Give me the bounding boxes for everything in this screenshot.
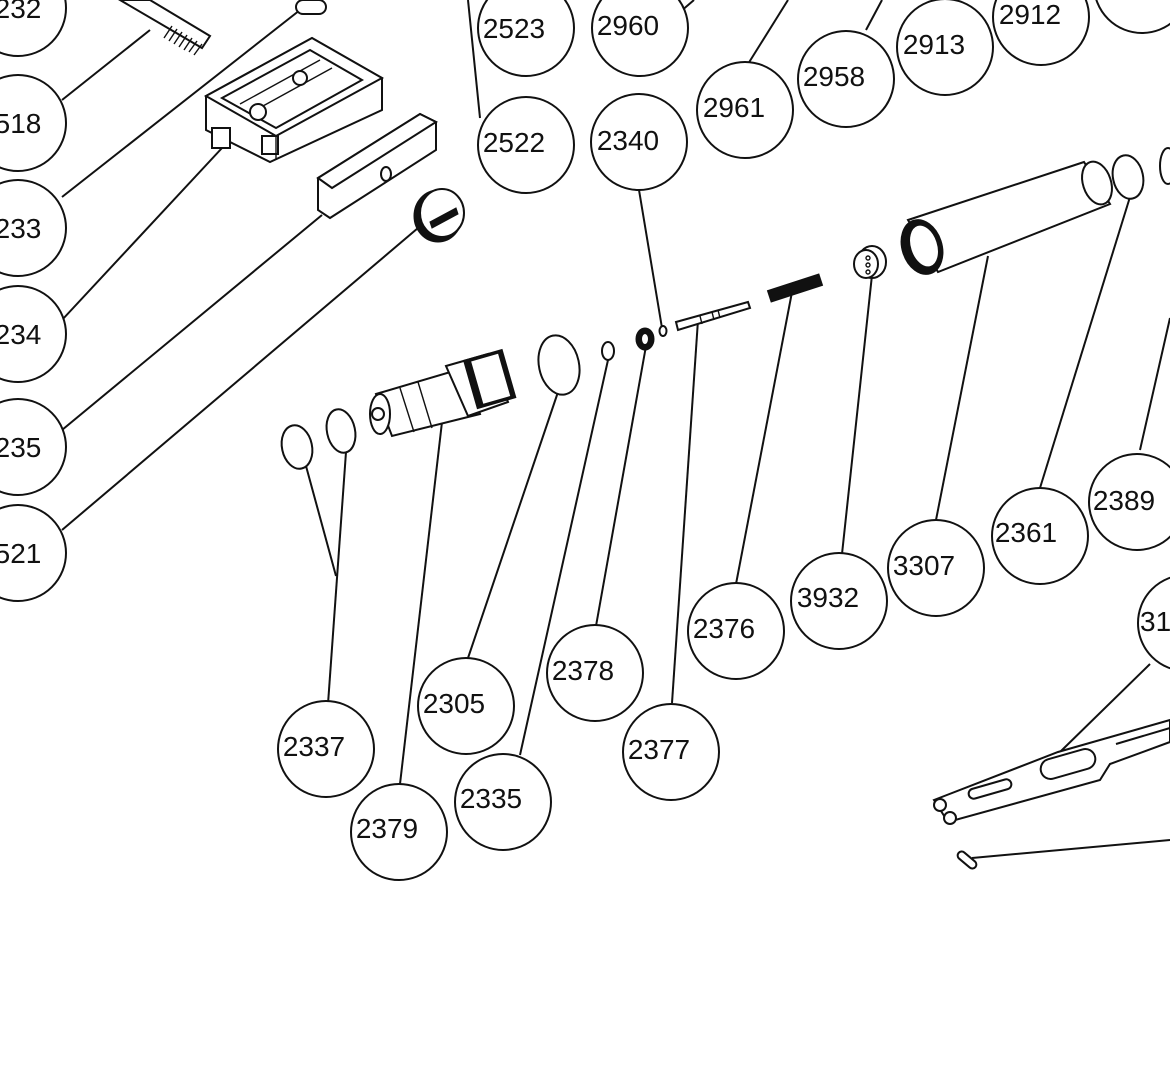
callout-2523: 2523 (477, 0, 575, 77)
parts-artwork (118, 0, 1170, 870)
callout-label: 2379 (356, 813, 418, 844)
tiny-o-ring-part (658, 325, 668, 337)
callout-partial-top-right (1095, 0, 1170, 34)
callout-2958: 2958 (797, 30, 895, 128)
end-cap-part (853, 245, 887, 279)
callout-2305: 2305 (417, 657, 515, 755)
callout-label: 2958 (803, 61, 865, 92)
callout-2376: 2376 (687, 582, 785, 680)
callout-label: 2377 (628, 734, 690, 765)
pin-part (674, 300, 752, 332)
callout-label: 2960 (597, 10, 659, 41)
spring-part (766, 273, 824, 303)
callout-label: 3932 (797, 582, 859, 613)
callout-2389: 2389 (1088, 453, 1170, 551)
leader-lines (61, 0, 1170, 859)
callout-2340: 2340 (590, 93, 688, 191)
callout-label: 2361 (995, 517, 1057, 548)
callout-2961: 2961 (696, 61, 794, 159)
o-ring-right-part (1111, 154, 1145, 200)
callout-label: 2378 (552, 655, 614, 686)
callout-label: 2337 (283, 731, 345, 762)
callout-label: 2305 (423, 688, 485, 719)
rail-bar-part (316, 112, 439, 220)
callout-234: 234 (0, 285, 67, 383)
callout-label: 233 (0, 213, 41, 244)
o-ring-part (325, 408, 357, 454)
callout-2377: 2377 (622, 703, 720, 801)
callout-label: 2376 (693, 613, 755, 644)
callout-2379: 2379 (350, 783, 448, 881)
callout-2960: 2960 (591, 0, 689, 77)
callout-label: 2913 (903, 29, 965, 60)
callout-233: 233 (0, 179, 67, 277)
o-ring-edge-part (1159, 147, 1170, 185)
callout-31-partial: 31 (1137, 576, 1170, 670)
callout-518: 518 (0, 74, 67, 172)
callout-3932: 3932 (790, 552, 888, 650)
callout-label: 3307 (893, 550, 955, 581)
mount-block-part (203, 36, 385, 164)
callout-label: 234 (0, 319, 41, 350)
callout-label: 232 (0, 0, 41, 24)
valve-body-part (369, 348, 517, 438)
callout-2378: 2378 (546, 624, 644, 722)
lever-arm-part (932, 718, 1170, 825)
o-ring-part (280, 424, 314, 470)
callout-2361: 2361 (991, 487, 1089, 585)
small-ring-part (601, 341, 615, 361)
callout-label: 2961 (703, 92, 765, 123)
callout-521: 521 (0, 504, 67, 602)
callout-label: 518 (0, 108, 41, 139)
callout-label: 2522 (483, 127, 545, 158)
callout-label: 31 (1140, 606, 1170, 637)
callout-label: 2523 (483, 13, 545, 44)
callout-2335: 2335 (454, 753, 552, 851)
callout-label: 521 (0, 538, 41, 569)
callout-235: 235 (0, 398, 67, 496)
callout-2522: 2522 (477, 96, 575, 194)
roll-pin-part (956, 850, 978, 870)
callout-2337: 2337 (277, 700, 375, 798)
callout-label: 2340 (597, 125, 659, 156)
threaded-rod-part (118, 0, 327, 56)
callout-2913: 2913 (896, 0, 994, 96)
tube-part (900, 160, 1113, 275)
knurled-knob-part (413, 188, 465, 243)
callout-label: 2912 (999, 0, 1061, 30)
callout-label: 2335 (460, 783, 522, 814)
callout-label: 2389 (1093, 485, 1155, 516)
callout-3307: 3307 (887, 519, 985, 617)
callout-232: 232 (0, 0, 67, 57)
callout-label: 235 (0, 432, 41, 463)
o-ring-large-part (537, 334, 581, 396)
callout-2912: 2912 (992, 0, 1090, 66)
